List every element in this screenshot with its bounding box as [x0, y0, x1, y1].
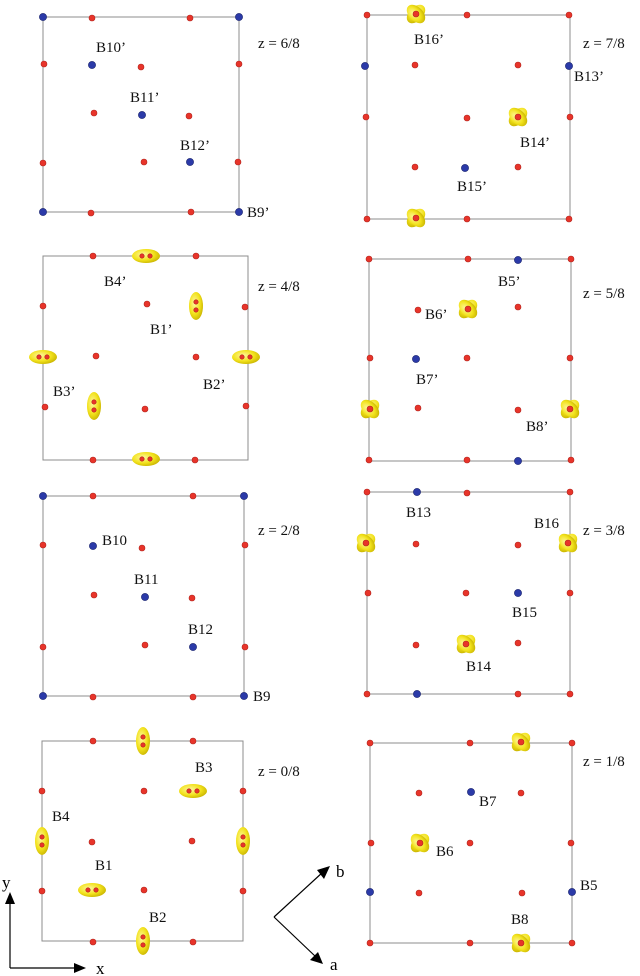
boron-atoms: [39, 492, 248, 700]
b-axis-label: b: [336, 862, 345, 881]
boron-atoms: [361, 62, 573, 172]
oxygen-atoms: [362, 11, 574, 223]
panel-z4: B4’ B1’ B3’ B2’ z = 4/8: [29, 249, 300, 466]
atom-label: B11’: [130, 90, 159, 106]
x-arrow-icon: [74, 963, 86, 973]
panel-z1: B7 B6 B5 B8 z = 1/8: [366, 732, 625, 953]
atom-label: B2: [149, 910, 167, 926]
density-blobs: [410, 732, 531, 953]
atom-label: B4: [52, 809, 70, 825]
b-arrow-icon: [317, 866, 330, 879]
oxygen-atoms: [363, 488, 574, 698]
a-axis-line: [273, 916, 317, 958]
atom-label: B8’: [526, 419, 549, 435]
boron-atoms: [366, 788, 576, 896]
atom-label: B8: [511, 912, 529, 928]
atom-label: B10: [102, 533, 127, 549]
panel-z7: B16’ B13’ B14’ B15’ z = 7/8: [361, 4, 625, 228]
boron-atoms: [413, 488, 522, 698]
atom-label: B15: [512, 605, 537, 621]
atom-label: B9’: [247, 205, 270, 221]
atom-label: B7’: [416, 372, 439, 388]
xy-axes: y x: [2, 873, 105, 976]
panel-z2: B10 B11 B12 B9 z = 2/8: [39, 492, 300, 705]
panel-z5: B5’ B6’ B7’ B8’ z = 5/8: [360, 255, 625, 465]
panel-z6: B10’ B11’ B12’ B9’ z = 6/8: [39, 13, 300, 221]
atom-label: B5’: [498, 274, 521, 290]
boron-atoms: [39, 13, 243, 216]
density-blobs: [406, 4, 528, 228]
z-level-label: z = 3/8: [583, 523, 625, 539]
z-level-label: z = 6/8: [258, 36, 300, 52]
atom-label: B13: [406, 505, 431, 521]
atom-label: B14: [466, 659, 492, 675]
atom-label: B13’: [574, 69, 604, 85]
atom-label: B3: [195, 760, 213, 776]
atom-label: B10’: [96, 40, 126, 56]
y-axis-label: y: [2, 873, 11, 892]
density-blobs: [356, 533, 578, 654]
atom-label: B7: [479, 794, 497, 810]
a-axis-label: a: [330, 955, 338, 974]
ab-axes: b a: [273, 862, 345, 974]
atom-label: B2’: [203, 377, 226, 393]
atom-label: B6’: [425, 307, 448, 323]
atom-label: B1: [95, 858, 113, 874]
atom-label: B16: [534, 516, 560, 532]
atom-label: B12: [188, 622, 213, 638]
z-level-label: z = 7/8: [583, 36, 625, 52]
z-level-label: z = 5/8: [583, 286, 625, 302]
density-blobs: [360, 299, 580, 419]
atom-label: B9: [253, 689, 271, 705]
oxygen-atoms: [39, 14, 243, 217]
atom-label: B14’: [520, 135, 550, 151]
z-level-label: z = 2/8: [258, 523, 300, 539]
atom-label: B3’: [53, 384, 76, 400]
oxygen-atoms: [366, 739, 576, 947]
atom-label: B6: [436, 844, 454, 860]
unit-cell: [42, 16, 240, 213]
boron-atoms: [412, 256, 522, 465]
atom-label: B11: [134, 572, 158, 588]
atom-label: B4’: [104, 274, 127, 290]
unit-cell: [42, 495, 245, 697]
a-arrow-icon: [310, 952, 323, 964]
unit-cell: [41, 740, 244, 942]
atom-label: B5: [580, 878, 598, 894]
z-level-label: z = 0/8: [258, 764, 300, 780]
atom-label: B1’: [150, 322, 173, 338]
density-blobs: [29, 249, 260, 466]
oxygen-atoms: [38, 737, 247, 946]
panel-z3: B13 B16 B15 B14 z = 3/8: [356, 488, 625, 698]
atom-label: B15’: [457, 179, 487, 195]
y-arrow-icon: [5, 892, 15, 904]
oxygen-atoms: [39, 492, 249, 701]
density-blobs: [35, 727, 250, 955]
unit-cell: [42, 255, 249, 461]
z-level-label: z = 1/8: [583, 754, 625, 770]
x-axis-label: x: [96, 959, 105, 976]
oxygen-atoms: [39, 252, 250, 464]
atom-label: B12’: [180, 138, 210, 154]
atom-label: B16’: [414, 32, 444, 48]
panel-z0: B3 B4 B1 B2 z = 0/8: [35, 727, 300, 955]
z-level-label: z = 4/8: [258, 279, 300, 295]
b-axis-line: [273, 871, 324, 918]
oxygen-atoms: [365, 255, 575, 464]
